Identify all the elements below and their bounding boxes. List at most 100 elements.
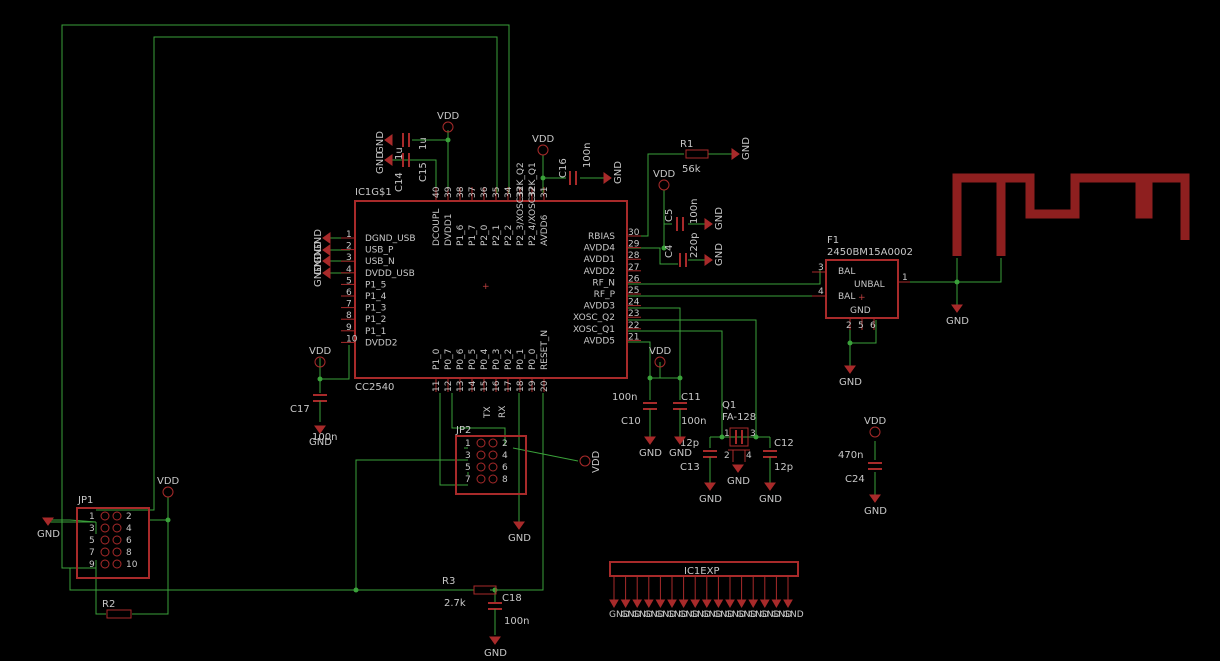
- ic1exp-gnd-7: GND: [679, 610, 700, 620]
- cap-c16[interactable]: C16 100n: [558, 143, 593, 185]
- ic1exp-gnd-14: GND: [760, 610, 781, 620]
- gnd-symbol-9: [844, 365, 856, 374]
- cap-c14-value: 1u: [394, 147, 405, 160]
- cap-c24-name: C24: [845, 474, 865, 485]
- ic1-top-num-5: 36: [480, 186, 490, 198]
- gnd-symbol-l-6: [322, 267, 331, 279]
- ic1-right-num-7: 24: [628, 298, 640, 308]
- filter-pin-gnd: GND: [850, 306, 871, 316]
- ic1-top-pin-9: P2_4/XOSC32K_Q1: [528, 162, 538, 246]
- jp1-num-2: 2: [126, 512, 132, 522]
- ic1exp-pad[interactable]: IC1EXP GNDGNDGNDGNDGNDGNDGNDGNDGNDGNDGND…: [609, 561, 804, 620]
- ic1-left-num-8: 8: [346, 311, 352, 321]
- resistor-r1[interactable]: R1 56k: [680, 139, 709, 175]
- gnd-label-8: GND: [759, 494, 782, 505]
- gnd-label-9: GND: [839, 377, 862, 388]
- cap-c11-value: 100n: [681, 416, 706, 427]
- jp2-num-1: 1: [465, 439, 471, 449]
- filter-num-1: 1: [902, 273, 908, 283]
- cap-c10[interactable]: C10 100n: [612, 392, 657, 437]
- gnd-label-12: GND: [484, 648, 507, 659]
- ic1exp-gnd-16: GND: [783, 610, 804, 620]
- ic1-bottom-num-4: 14: [468, 380, 478, 392]
- gnd-label-r-1: GND: [613, 161, 624, 184]
- filter-num-2: 2: [846, 321, 852, 331]
- ic1-right-pin-5: RF_N: [592, 278, 615, 288]
- gnd-label-2: GND: [37, 529, 60, 540]
- cap-c17[interactable]: C17 100n: [290, 394, 337, 443]
- cap-c13[interactable]: C13 12p: [680, 438, 717, 483]
- vdd-label-3: VDD: [653, 169, 676, 180]
- cap-c13-value: 12p: [680, 438, 699, 449]
- crystal-num-1: 1: [724, 429, 730, 439]
- ic1-bottom-num-1: 11: [432, 381, 442, 392]
- jp1-pin-8: [112, 547, 122, 557]
- cap-c24[interactable]: C24 470n: [838, 450, 882, 485]
- ic1exp-gnd-8: GND: [690, 610, 711, 620]
- ic1exp-gnd-12: GND: [737, 610, 758, 620]
- jp1-pin-2: [112, 511, 122, 521]
- ic1-right-pin-9: XOSC_Q1: [573, 325, 615, 335]
- cap-c4[interactable]: C4 220p: [664, 233, 700, 267]
- gnd-symbol-10: [951, 304, 963, 313]
- jp1-num-3: 3: [89, 524, 95, 534]
- filter-name: F1: [827, 235, 839, 246]
- gnd-symbol-2: [42, 517, 54, 526]
- ic1-right-pin-10: AVDD5: [584, 336, 615, 346]
- ic1-top-num-10: 31: [540, 187, 550, 198]
- ic1-right-num-5: 26: [628, 274, 640, 284]
- resistor-r1-name: R1: [680, 139, 693, 150]
- ic1-bottom-pin-7: P0_2: [504, 349, 514, 370]
- jp1-body: [76, 507, 150, 579]
- cap-c15-value: 1u: [418, 137, 429, 150]
- ic1-bottom-num-9: 19: [528, 380, 538, 392]
- ic1-right-pin-6: RF_P: [594, 290, 616, 300]
- ic1-left-pin-7: P1_3: [365, 304, 386, 314]
- gnd-symbol-1: [314, 425, 326, 434]
- crystal-name: Q1: [722, 400, 736, 411]
- cap-c5-value: 100n: [689, 199, 700, 224]
- ic1exp-gnd-15: GND: [771, 610, 792, 620]
- ic1-right-pin-7: AVDD3: [584, 302, 615, 312]
- crystal-num-3: 3: [750, 429, 756, 439]
- ic1-left-num-2: 2: [346, 242, 352, 252]
- cap-c5[interactable]: C5 100n: [664, 199, 700, 231]
- gnd-symbol-l-4: [322, 244, 331, 256]
- ic1-left-num-4: 4: [346, 265, 352, 275]
- filter-pin-unbal: UNBAL: [854, 280, 885, 290]
- crystal-q1[interactable]: Q1 FA-128 1 3 2 4: [722, 400, 756, 462]
- cap-c13-name: C13: [680, 462, 700, 473]
- jp1-num-7: 7: [89, 548, 95, 558]
- cap-c12[interactable]: C12 12p: [763, 438, 794, 483]
- ic1-cc2540[interactable]: IC1G$1 CC2540 + DGND_USB1USB_P2USB_N3DVD…: [341, 162, 641, 393]
- ic1-bottom-num-10: 20: [540, 380, 550, 392]
- ic1-left-num-1: 1: [346, 230, 352, 240]
- cap-c14[interactable]: C14 1u C15 1u: [394, 133, 429, 192]
- ic1exp-gnd-1: GND: [609, 610, 630, 620]
- filter-pin-bal-1: BAL: [838, 267, 855, 277]
- ic1-bottom-num-8: 18: [516, 380, 526, 392]
- resistor-r1-value: 56k: [682, 164, 701, 175]
- jp1-num-9: 9: [89, 560, 95, 570]
- ic1exp-gnd-10: GND: [713, 610, 734, 620]
- vdd-symbol-8: [579, 455, 591, 467]
- jp1-pin-7: [100, 547, 110, 557]
- cap-c17-name: C17: [290, 404, 310, 415]
- resistor-r2[interactable]: R2: [102, 599, 132, 619]
- crystal-num-4: 4: [746, 451, 752, 461]
- jp2-pin-8: [488, 474, 498, 484]
- cap-c11[interactable]: C11 100n: [673, 392, 706, 437]
- crystal-num-2: 2: [724, 451, 730, 461]
- ic1-top-num-7: 34: [504, 186, 514, 198]
- junction-dots: [165, 137, 960, 593]
- ic1exp-gnd-13: GND: [748, 610, 769, 620]
- filter-f1[interactable]: F1 2450BM15A0002 BAL BAL UNBAL GND + 3 4…: [812, 235, 913, 331]
- resistor-r3[interactable]: R3 2.7k: [442, 576, 497, 609]
- ic1-origin-mark: +: [482, 282, 490, 292]
- cap-c18[interactable]: C18 100n: [488, 593, 529, 635]
- gnd-symbol-r-2: [731, 148, 740, 160]
- gnd-symbol-3: [513, 521, 525, 530]
- cap-c18-name: C18: [502, 593, 522, 604]
